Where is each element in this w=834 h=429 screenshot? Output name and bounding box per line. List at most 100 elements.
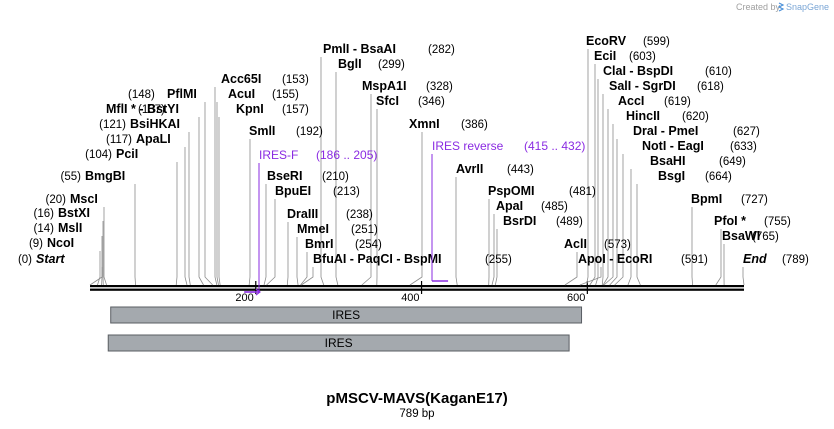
restriction-site-sali-sgrdi[interactable]: SalI - SgrDI(618) bbox=[609, 79, 724, 93]
restriction-site-bsahi[interactable]: BsaHI(649) bbox=[650, 154, 746, 168]
restriction-site-bsihkai[interactable]: (121)BsiHKAI bbox=[99, 117, 180, 131]
restriction-site-pspomi[interactable]: PspOMI(481) bbox=[488, 184, 596, 198]
site-position: (55) bbox=[61, 171, 82, 183]
site-leader-line bbox=[286, 222, 289, 286]
site-position: (251) bbox=[351, 224, 378, 236]
restriction-site-pcii[interactable]: (104)PciI bbox=[85, 147, 138, 161]
site-name: MspA1I bbox=[362, 79, 406, 93]
feature-ires-2[interactable]: IRES bbox=[107, 334, 570, 352]
primer-arrowhead bbox=[255, 288, 261, 296]
restriction-site-bsawi[interactable]: BsaWI(765) bbox=[722, 229, 779, 243]
site-name: BsrDI bbox=[503, 214, 536, 228]
restriction-site-kpni[interactable]: KpnI(157) bbox=[236, 102, 309, 116]
restriction-site-apali[interactable]: (117)ApaLI bbox=[106, 132, 171, 146]
restriction-site-bstxi[interactable]: (16)BstXI bbox=[34, 206, 90, 220]
restriction-site-draiii[interactable]: DraIII(238) bbox=[287, 207, 373, 221]
restriction-site-acui[interactable]: AcuI(155) bbox=[228, 87, 299, 101]
snapgene-logo-icon bbox=[777, 2, 785, 12]
site-name: DraI - PmeI bbox=[633, 124, 698, 138]
restriction-site-clai-bspdi[interactable]: ClaI - BspDI(610) bbox=[603, 64, 732, 78]
restriction-site-acci[interactable]: AccI(619) bbox=[618, 94, 691, 108]
site-position: (755) bbox=[764, 216, 791, 228]
restriction-site-bfuai-paqci-bspmi[interactable]: BfuAI - PaqCI - BspMI (255) bbox=[313, 252, 512, 266]
site-name: MslI bbox=[58, 221, 82, 235]
site-name: EcoRV bbox=[586, 34, 627, 48]
site-leader-line bbox=[97, 251, 101, 286]
site-position: (137) bbox=[138, 104, 165, 116]
site-name: PciI bbox=[116, 147, 138, 161]
feature-ires-1[interactable]: IRES bbox=[110, 306, 583, 324]
primer-ires-f[interactable]: IRES-F(186 .. 205) bbox=[244, 148, 377, 296]
restriction-site-apai[interactable]: ApaI(485) bbox=[496, 199, 568, 213]
site-name: BpuEI bbox=[275, 184, 311, 198]
site-position: (117) bbox=[106, 134, 132, 146]
restriction-site-bpmi[interactable]: BpmI(727) bbox=[691, 192, 768, 206]
features: IRES IRES bbox=[107, 306, 583, 352]
restriction-site-drai-pmei[interactable]: DraI - PmeI(627) bbox=[633, 124, 760, 138]
site-name: MmeI bbox=[297, 222, 329, 236]
site-position: (633) bbox=[730, 141, 757, 153]
restriction-site-apoi-ecori[interactable]: ApoI - EcoRI(591) bbox=[578, 252, 708, 266]
site-position: (618) bbox=[697, 81, 724, 93]
primer-ires-reverse[interactable]: IRES reverse(415 .. 432) bbox=[431, 139, 585, 282]
restriction-site-msli[interactable]: (14)MslI bbox=[34, 221, 83, 235]
restriction-site-pfoi[interactable]: PfoI *(755) bbox=[714, 214, 791, 228]
restriction-site-xmni[interactable]: XmnI(386) bbox=[409, 117, 488, 131]
restriction-site-pmli-bsaai[interactable]: PmlI - BsaAI(282) bbox=[323, 42, 455, 56]
site-leader-line bbox=[263, 184, 267, 286]
restriction-site-bsrdi[interactable]: BsrDI (489) bbox=[503, 214, 583, 228]
feature-label: IRES bbox=[325, 336, 353, 350]
restriction-site-mspa1i[interactable]: MspA1I(328) bbox=[362, 79, 453, 93]
restriction-site-mfli-bstyi[interactable]: MflI * - BstYI(137) bbox=[106, 102, 179, 116]
site-leader-line bbox=[636, 184, 641, 286]
primer-range: (415 .. 432) bbox=[524, 139, 585, 153]
restriction-site-smli[interactable]: SmlI(192) bbox=[249, 124, 323, 138]
restriction-site-msci[interactable]: (20)MscI bbox=[46, 192, 98, 206]
site-name: BfuAI - PaqCI - BspMI bbox=[313, 252, 441, 266]
site-position: (727) bbox=[741, 194, 768, 206]
site-leader-line bbox=[691, 207, 694, 286]
restriction-site-bsgi[interactable]: BsgI(664) bbox=[658, 169, 732, 183]
site-position: (9) bbox=[29, 238, 43, 250]
site-position: (386) bbox=[461, 119, 488, 131]
site-leader-line bbox=[595, 79, 599, 286]
restriction-site-sfci[interactable]: SfcI(346) bbox=[376, 94, 445, 108]
restriction-site-ecii[interactable]: EciI(603) bbox=[594, 49, 656, 63]
site-position: (153) bbox=[282, 74, 309, 86]
restriction-site-labels: (0)Start (9)NcoI(14)MslI(16)BstXI(20)MscI… bbox=[18, 34, 809, 266]
restriction-site-ecorv[interactable]: EcoRV(599) bbox=[586, 34, 670, 48]
site-position: (255) bbox=[485, 254, 512, 266]
restriction-site-mmei[interactable]: MmeI (251) bbox=[297, 222, 378, 236]
site-leader-line bbox=[409, 132, 423, 286]
restriction-site-bpuei[interactable]: BpuEI(213) bbox=[275, 184, 360, 198]
restriction-site-ncoi[interactable]: (9)NcoI bbox=[29, 236, 74, 250]
restriction-site-avrii[interactable]: AvrII(443) bbox=[456, 162, 534, 176]
restriction-site-start[interactable]: (0)Start bbox=[18, 252, 65, 266]
site-leader-line bbox=[494, 229, 498, 286]
restriction-site-acc65i[interactable]: Acc65I(153) bbox=[221, 72, 309, 86]
site-position: (148) bbox=[128, 89, 155, 101]
restriction-site-acli[interactable]: AclI(573) bbox=[564, 237, 631, 251]
site-name: MscI bbox=[70, 192, 98, 206]
restriction-site-end[interactable]: End(789) bbox=[743, 252, 809, 266]
site-name: EciI bbox=[594, 49, 616, 63]
restriction-site-hincii[interactable]: HincII(620) bbox=[626, 109, 709, 123]
site-leader-line bbox=[602, 109, 609, 286]
restriction-site-bmri[interactable]: BmrI(254) bbox=[305, 237, 382, 251]
site-leader-line bbox=[742, 267, 745, 286]
restriction-site-noti-eagi[interactable]: NotI - EagI(633) bbox=[642, 139, 757, 153]
map-length: 789 bp bbox=[399, 408, 434, 420]
site-position: (489) bbox=[556, 216, 583, 228]
site-leader-line bbox=[564, 252, 578, 286]
site-name: BmrI bbox=[305, 237, 333, 251]
site-name: BsaHI bbox=[650, 154, 685, 168]
snapgene-credit: Created by SnapGene bbox=[736, 2, 829, 12]
restriction-site-bmgbi[interactable]: (55)BmgBI bbox=[61, 169, 126, 183]
restriction-site-pflmi[interactable]: PflMI(148) bbox=[128, 87, 197, 101]
restriction-site-bgli[interactable]: BglI(299) bbox=[338, 57, 405, 71]
site-leader-line bbox=[320, 57, 325, 286]
restriction-site-bseri[interactable]: BseRI(210) bbox=[267, 169, 349, 183]
site-leader-line bbox=[589, 64, 596, 286]
credit-brand: SnapGene bbox=[786, 2, 829, 12]
